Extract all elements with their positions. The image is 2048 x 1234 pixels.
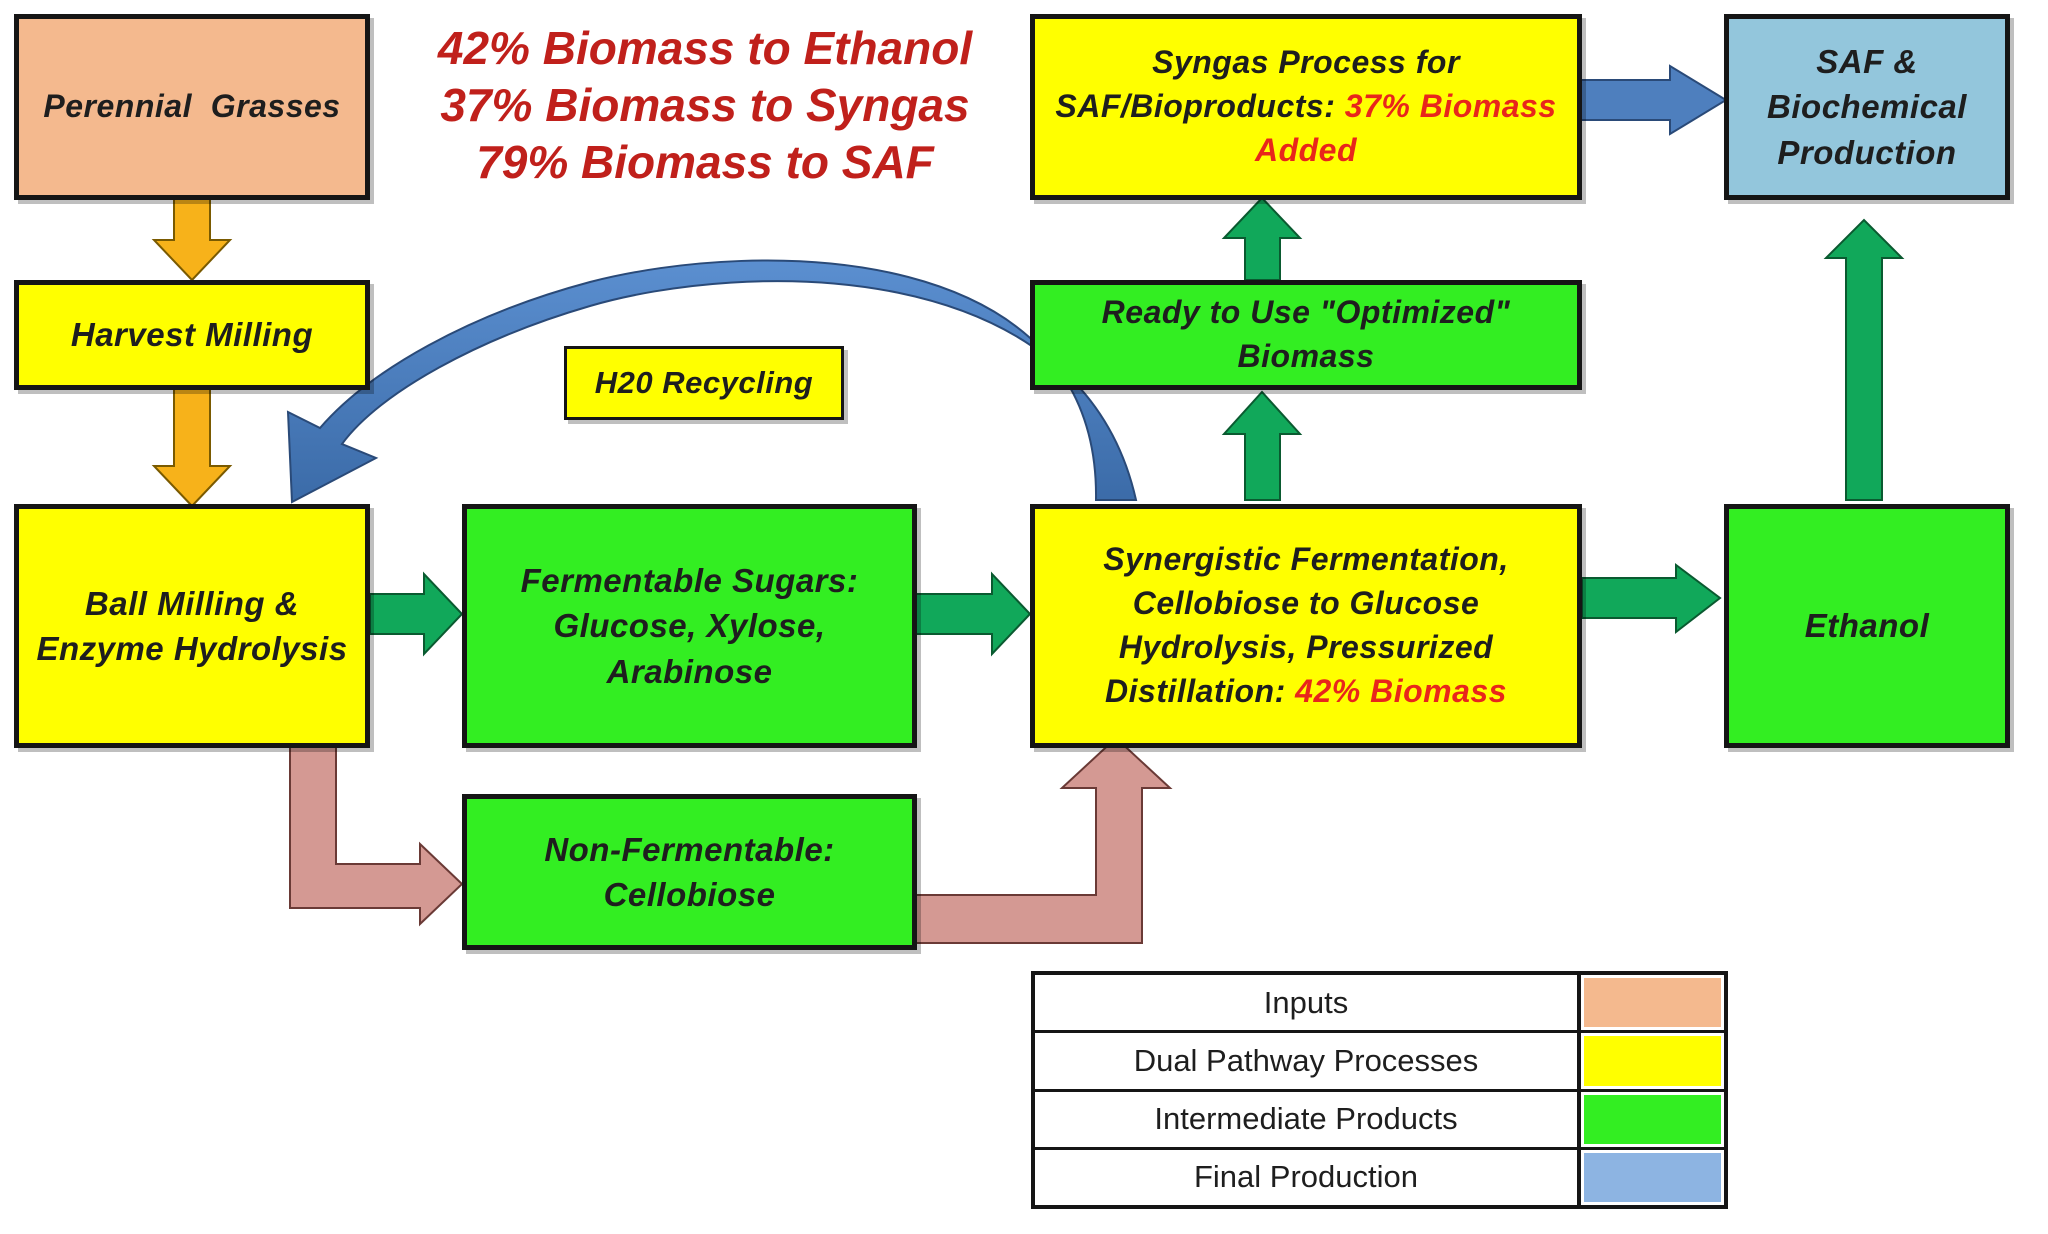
box-fermentable-sugars-label: Fermentable Sugars: Glucose, Xylose, Ara… bbox=[520, 562, 859, 690]
legend-swatch bbox=[1584, 1036, 1721, 1086]
arrow-fermentable-to-synergistic bbox=[914, 571, 1032, 657]
legend-label: Inputs bbox=[1035, 975, 1581, 1031]
headline: 42% Biomass to Ethanol 37% Biomass to Sy… bbox=[400, 20, 1010, 191]
box-optimized-biomass-label: Ready to Use "Optimized" Biomass bbox=[1101, 294, 1511, 374]
legend-swatch bbox=[1584, 978, 1721, 1028]
headline-syngas: 37% Biomass to Syngas bbox=[440, 79, 970, 131]
legend-swatch bbox=[1584, 1094, 1721, 1144]
box-syngas-text: Syngas Process for SAF/Bioproducts: 37% … bbox=[1049, 41, 1563, 172]
box-non-fermentable-label: Non-Fermentable: Cellobiose bbox=[544, 830, 835, 913]
box-harvest-milling: Harvest Milling bbox=[14, 280, 370, 390]
box-ethanol: Ethanol bbox=[1724, 504, 2010, 748]
arrow-ethanol-to-saf bbox=[1823, 218, 1905, 501]
arrow-ball-milling-to-fermentable bbox=[369, 571, 464, 657]
box-saf-production: SAF & Biochemical Production bbox=[1724, 14, 2010, 200]
box-fermentable-sugars: Fermentable Sugars: Glucose, Xylose, Ara… bbox=[462, 504, 917, 748]
arrow-optimized-to-syngas bbox=[1221, 196, 1303, 281]
box-perennial-grasses: Perennial Grasses bbox=[14, 14, 370, 200]
arrow-synergistic-to-optimized bbox=[1221, 390, 1303, 501]
box-syngas-label: Syngas Process for SAF/Bioproducts: bbox=[1055, 44, 1460, 125]
box-h2o-recycling-label: H20 Recycling bbox=[594, 364, 814, 400]
box-perennial-grasses-label: Perennial Grasses bbox=[43, 88, 341, 125]
box-synergistic-text: Synergistic Fermentation, Cellobiose to … bbox=[1049, 538, 1563, 713]
box-optimized-biomass: Ready to Use "Optimized" Biomass bbox=[1030, 280, 1582, 390]
box-synergistic-fermentation: Synergistic Fermentation, Cellobiose to … bbox=[1030, 504, 1582, 748]
legend-swatch bbox=[1584, 1152, 1721, 1202]
legend-row-dual-pathway: Dual Pathway Processes bbox=[1035, 1033, 1724, 1092]
arrow-non-fermentable-to-synergistic bbox=[914, 736, 1173, 944]
box-h2o-recycling: H20 Recycling bbox=[564, 346, 844, 420]
box-synergistic-percent: 42% Biomass bbox=[1295, 672, 1507, 709]
box-non-fermentable: Non-Fermentable: Cellobiose bbox=[462, 794, 917, 950]
box-synergistic-label: Synergistic Fermentation, Cellobiose to … bbox=[1103, 541, 1509, 709]
headline-ethanol: 42% Biomass to Ethanol bbox=[437, 22, 973, 74]
box-syngas-process: Syngas Process for SAF/Bioproducts: 37% … bbox=[1030, 14, 1582, 200]
arrow-h2o-recycling bbox=[286, 259, 1138, 504]
arrow-harvest-to-ball-milling bbox=[151, 387, 233, 508]
legend-label: Intermediate Products bbox=[1035, 1091, 1581, 1147]
arrow-synergistic-to-ethanol bbox=[1581, 563, 1722, 635]
legend-row-intermediate: Intermediate Products bbox=[1035, 1091, 1724, 1150]
box-saf-production-label: SAF & Biochemical Production bbox=[1767, 43, 1967, 171]
box-ball-milling-label: Ball Milling & Enzyme Hydrolysis bbox=[36, 584, 348, 667]
legend-row-inputs: Inputs bbox=[1035, 975, 1724, 1034]
box-harvest-milling-label: Harvest Milling bbox=[70, 316, 314, 354]
legend-label: Dual Pathway Processes bbox=[1035, 1033, 1581, 1089]
box-ethanol-label: Ethanol bbox=[1804, 607, 1930, 645]
headline-saf: 79% Biomass to SAF bbox=[476, 136, 934, 188]
box-ball-milling: Ball Milling & Enzyme Hydrolysis bbox=[14, 504, 370, 748]
legend-row-final: Final Production bbox=[1035, 1149, 1724, 1205]
legend-label: Final Production bbox=[1035, 1149, 1581, 1205]
arrow-perennial-to-harvest bbox=[151, 197, 233, 282]
legend: Inputs Dual Pathway Processes Intermedia… bbox=[1031, 971, 1728, 1209]
arrow-ball-milling-to-non-fermentable bbox=[289, 745, 464, 927]
arrow-syngas-to-saf bbox=[1579, 64, 1728, 136]
box-syngas-percent: 37% Biomass Added bbox=[1254, 88, 1557, 168]
